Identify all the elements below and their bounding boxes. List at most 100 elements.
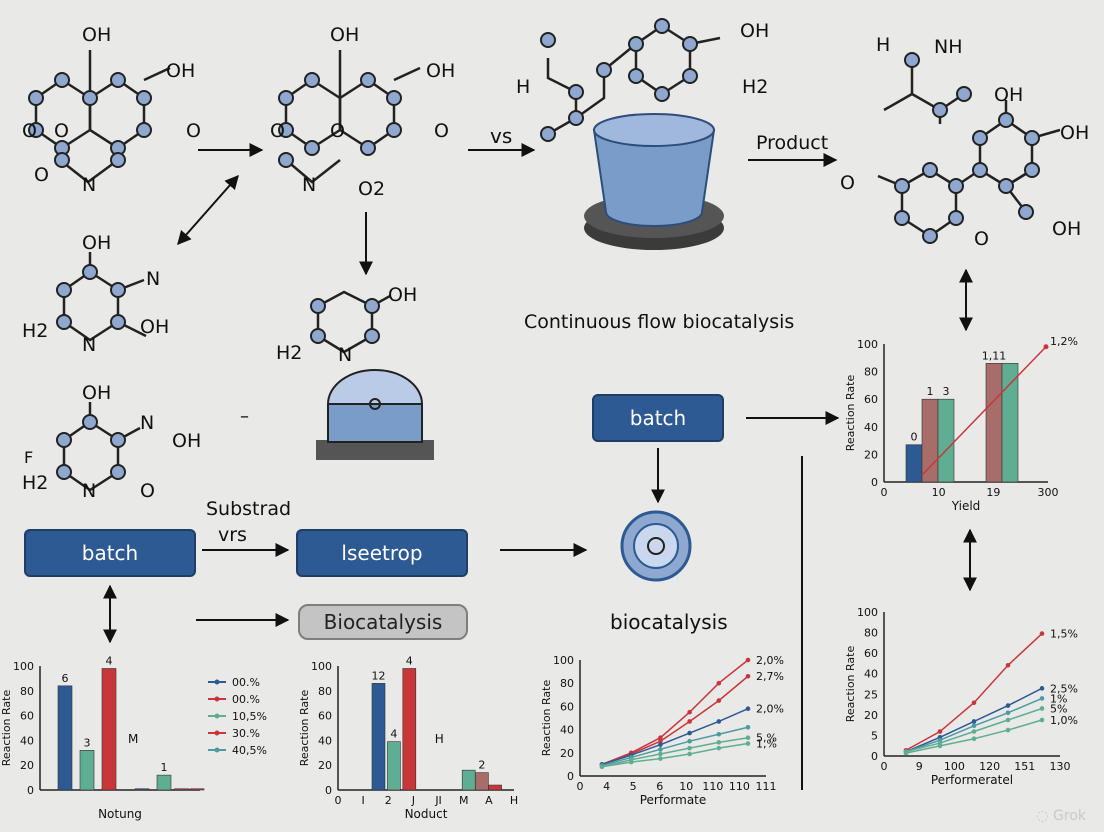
molecule-1-atoms [28,72,152,168]
chart3-series-line [601,708,749,766]
chart4-bar [937,398,955,483]
molecule-7-atoms [56,414,126,480]
chart2-bar [461,769,476,791]
chart3-series-point [687,709,692,715]
chart4-bar-label: 0 [911,431,918,444]
m5-label-o-oh: OH [140,316,170,338]
chart3-series-point [658,738,663,744]
m2-label-oh-top: OH [330,24,360,46]
chart3-series-point [658,756,663,761]
chart3-series-point [745,741,751,746]
chart4-ytick: 80 [864,366,878,379]
chart1-bar-label: 6 [62,672,69,685]
m5-label-n: N [82,334,97,356]
chart1-legend-marker [214,696,220,702]
chart3-series-point [745,706,751,712]
chart5-series-point [1005,662,1011,668]
chart3-series-point [716,698,722,703]
chart5-series-label: 5% [1050,702,1067,715]
chart4-ytick: 40 [864,421,878,434]
chart3-series-point [716,719,722,724]
chart1-legend-label: 30.% [232,727,260,740]
chart5-xtick: 151 [1014,760,1035,773]
chart3-series-point [745,735,751,741]
chart5-xtick: 0 [881,760,888,773]
chart1-bar [189,788,205,791]
m7-label-h2: H2 [22,472,49,494]
chart2-xtick: 0 [335,794,342,807]
chart3-series-point [716,745,722,751]
chart3-series-point [628,759,634,765]
chart3-ytick: 60 [560,700,574,713]
chart3-ylabel: Reaction Rate [540,680,553,757]
m3-label-h: H [516,76,531,98]
chart5-series-point [1005,717,1011,723]
chart1-ytick: 0 [27,784,34,797]
m1-label-o-left: O [22,120,37,142]
m7-label-oh: OH [82,382,112,404]
chart3-ytick: 100 [553,654,574,667]
m3-label-oh: OH [740,20,770,42]
batch-box-middle[interactable]: batch [592,394,724,442]
m4-label-oh-bottom: OH [1052,218,1082,240]
m1-label-o-bottom: O [34,164,49,186]
m1-label-o-ring: O [54,120,69,142]
chart1-legend-label: 10,5% [232,710,267,723]
chart2-xtick: A [485,794,493,807]
molecule-6 [316,290,391,354]
chart1-bar-label: 4 [106,654,113,667]
molecule-6-atoms [310,298,380,344]
chart2-xtick: M [459,794,469,807]
vs-label: vs [490,124,513,148]
chart2-ytick: 80 [318,685,332,698]
chart5-series-point [971,729,977,734]
chart5-series-label: 1% [1050,692,1067,705]
chart4-trend-point [1043,344,1049,350]
continuous-flow-label: Continuous flow biocatalysis [524,311,795,333]
chart5-xtick: 120 [979,760,1000,773]
chart2-xtick: 2 [385,794,392,807]
chart1-xlabel: Notung [98,807,142,821]
chart2-ylabel: Reaction Rate [298,690,311,767]
chart3-xtick: 111 [756,780,777,793]
chart3-series-point [687,745,692,751]
flow-reactor-vessel [584,113,724,250]
m7-label-n: N [140,412,155,434]
chart1-ytick: 20 [20,759,34,772]
batch-box-left[interactable]: batch [24,529,196,577]
m2-label-o-ring: O [330,120,345,142]
chart2-bar [475,772,489,791]
chart5-series-label: 2,5% [1050,682,1078,695]
lseetrop-box[interactable]: lseetrop [296,529,468,577]
chart4-bar [921,398,939,483]
chart2-ytick: 40 [318,734,332,747]
chart3-xtick: 0 [577,780,584,793]
molecule-7 [62,402,141,492]
chart1-legend-marker [214,747,220,753]
chart4-trend-line [921,346,1047,476]
m4-label-o-bottom: O [974,228,989,250]
chart3-series-line [601,736,749,768]
chart3-xlabel: Performate [640,793,707,807]
chart3-series-label: 2,0% [756,654,784,667]
m5-label-oh: OH [82,232,112,254]
chart5-series-point [937,729,943,734]
chart3-series-label: 2,0% [756,703,784,716]
biocatalysis-button[interactable]: Biocatalysis [298,604,468,640]
chart1-ylabel: Reaction Rate [0,690,13,767]
chart5-series-point [1005,710,1011,716]
chart3-series-point [687,751,692,757]
m6-label-n: N [338,344,353,366]
chart1-bar [134,788,150,791]
product-label: Product [756,132,829,154]
chart4-xtick: 10 [932,486,946,499]
chart5-series-point [1039,631,1045,636]
m4-label-oh-right: OH [1060,122,1090,144]
chart4-ylabel: Reaction Rate [844,375,857,452]
chart5-xlabel: Performeratel [931,773,1013,787]
chart2-xtick: I [362,794,365,807]
chart3-series-line [601,659,749,766]
